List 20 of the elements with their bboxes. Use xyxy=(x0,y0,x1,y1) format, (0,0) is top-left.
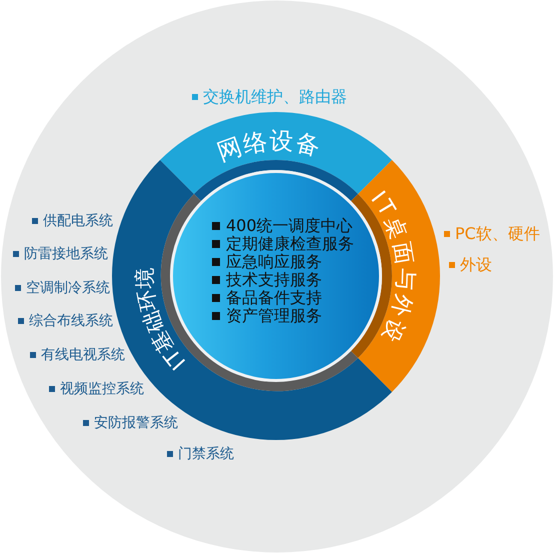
list-item: 供配电系统 xyxy=(43,212,113,230)
service-item: 应急响应服务 xyxy=(226,253,322,271)
service-item: 技术支持服务 xyxy=(226,271,322,289)
segment-title: 网络设备 xyxy=(214,126,324,166)
list-item: PC软、硬件 xyxy=(455,224,540,244)
segment-title: IT基础环境 xyxy=(132,268,190,375)
list-item: 安防报警系统 xyxy=(94,414,178,432)
list-item: 综合布线系统 xyxy=(29,312,113,330)
list-item: 门禁系统 xyxy=(178,446,234,462)
service-item: 定期健康检查服务 xyxy=(226,235,354,253)
list-item: 外设 xyxy=(460,255,492,275)
list-item: 交换机维护、路由器 xyxy=(203,87,347,107)
list-item: 空调制冷系统 xyxy=(26,280,110,296)
service-item: 备品备件支持 xyxy=(226,289,322,307)
service-item: 资产管理服务 xyxy=(226,307,322,325)
list-item: 视频监控系统 xyxy=(60,380,144,398)
segment-title: IT桌面与外设 xyxy=(365,186,418,348)
list-item: 防雷接地系统 xyxy=(24,246,108,262)
list-item: 有线电视系统 xyxy=(41,346,125,364)
service-item: 400统一调度中心 xyxy=(226,217,353,235)
